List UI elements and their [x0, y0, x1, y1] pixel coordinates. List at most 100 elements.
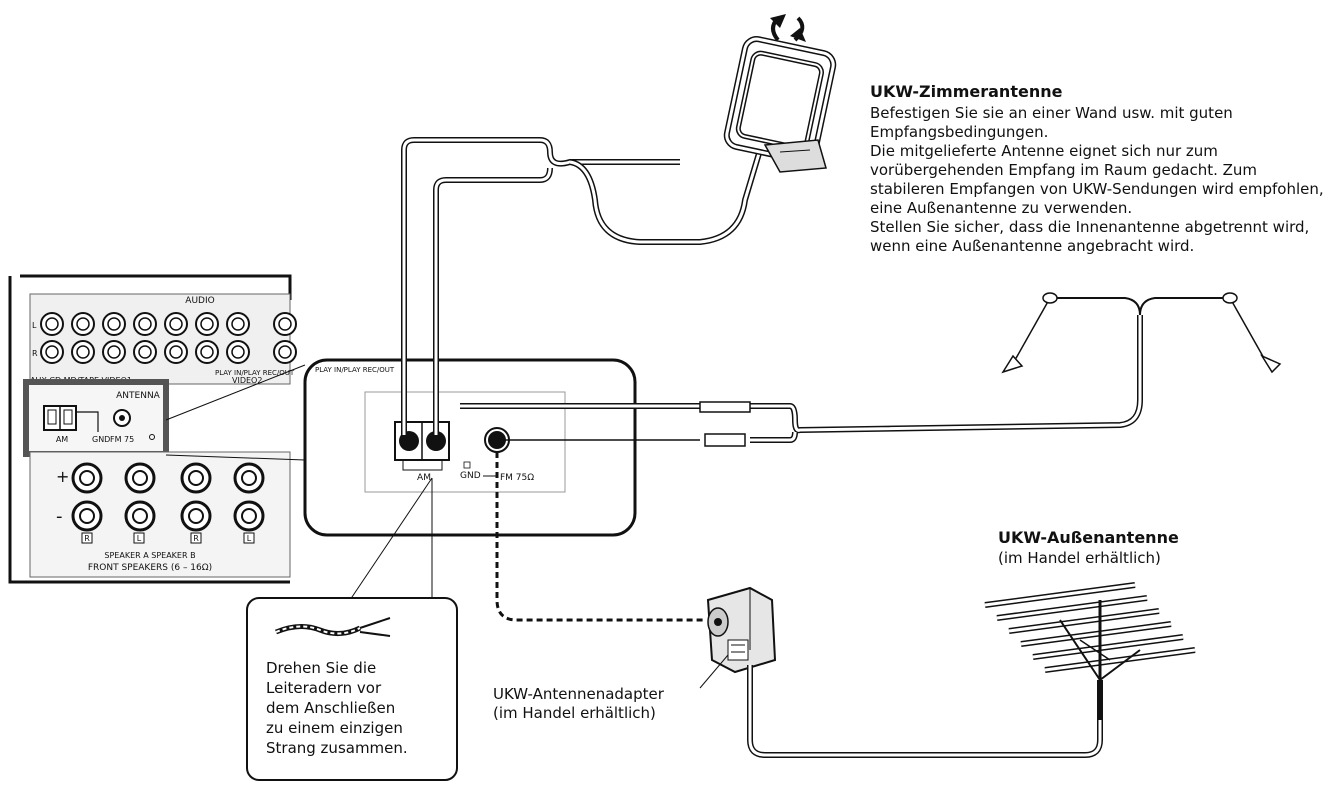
rca-jack-inner: [45, 317, 59, 331]
rca-jack-inner: [76, 345, 90, 359]
am-loop-wires: [401, 137, 763, 435]
rca-jack: [40, 340, 64, 364]
adapter-label-line-2: (im Handel erhältlich): [493, 704, 656, 722]
rca-jack: [273, 340, 297, 364]
outdoor-antenna-cable: [747, 665, 1103, 758]
rca-jack: [226, 340, 250, 364]
rca-jack-inner: [278, 345, 292, 359]
speaker-terminal: [124, 462, 156, 494]
rca-jack: [195, 312, 219, 336]
callout-line-3: dem Anschließen: [266, 699, 396, 717]
speaker-terminal: [233, 500, 265, 532]
callout-line-5: Strang zusammen.: [266, 739, 408, 757]
fm-outdoor-antenna: [984, 582, 1196, 720]
row-l-marker: L: [32, 321, 37, 330]
rca-jack: [40, 312, 64, 336]
rca-jack: [273, 312, 297, 336]
am-terminal-right: [426, 431, 446, 451]
rca-jack-inner: [107, 317, 121, 331]
am-terminal-label: AM: [417, 473, 431, 483]
adapter-label: UKW-Antennenadapter (im Handel erhältlic…: [493, 685, 664, 723]
rca-jack-inner: [138, 345, 152, 359]
speaker-l2-label: L: [247, 534, 252, 543]
yagi-element-highlight: [1020, 622, 1172, 646]
rca-jack: [71, 312, 95, 336]
rca-jack-inner: [200, 345, 214, 359]
rca-jack-inner: [76, 317, 90, 331]
rca-jack: [164, 312, 188, 336]
rca-jack-row-top: [40, 312, 297, 336]
speaker-r2-label: R: [193, 534, 199, 543]
fm-indoor-heading: UKW-Zimmerantenne: [870, 82, 1063, 101]
fm-terminal-label: FM 75Ω: [500, 473, 534, 483]
callout-line-4: zu einem einzigen: [266, 719, 403, 737]
am-terminal-left: [399, 431, 419, 451]
terminal-header-label: PLAY IN/PLAY REC/OUT: [315, 366, 395, 374]
fm-label-small: FM 75: [110, 435, 134, 444]
zoom-line-top: [165, 364, 306, 421]
receiver-rear-panel: AUDIO L R AUX CD MD/TAPE VIDEO1 PLAY IN/…: [8, 274, 297, 584]
rca-jack-inner: [169, 345, 183, 359]
gnd-label-small: GND: [92, 435, 110, 444]
speaker-r-label: R: [84, 534, 90, 543]
speaker-terminal: [233, 462, 265, 494]
fm-outdoor-subtitle: (im Handel erhältlich): [998, 549, 1161, 567]
audio-label: AUDIO: [185, 296, 214, 306]
fm-indoor-description: Befestigen Sie sie an einer Wand usw. mi…: [870, 104, 1329, 256]
fm-indoor-antenna-wires: [460, 297, 1266, 443]
speaker-terminal: [180, 500, 212, 532]
rca-jack: [133, 312, 157, 336]
rca-jack-inner: [200, 317, 214, 331]
yagi-element-highlight: [1008, 609, 1160, 633]
minus-label: -: [56, 506, 63, 527]
speaker-terminal-inner: [132, 470, 148, 486]
speaker-terminal-inner: [241, 508, 257, 524]
rca-jack: [195, 340, 219, 364]
rca-jack: [164, 340, 188, 364]
yagi-element-highlight: [996, 596, 1148, 620]
am-loop-antenna: [723, 14, 837, 173]
yagi-element-highlight: [1044, 648, 1196, 672]
rca-jack: [133, 340, 157, 364]
antenna-label: ANTENNA: [116, 391, 161, 401]
adapter-label-line-1: UKW-Antennenadapter: [493, 685, 664, 703]
fm-indoor-line-1: Befestigen Sie sie an einer Wand usw. mi…: [870, 104, 1233, 141]
fm-indoor-line-3: Stellen Sie sicher, dass die Innenantenn…: [870, 218, 1310, 255]
yagi-element-highlight: [984, 583, 1136, 607]
speaker-terminal-inner: [79, 508, 95, 524]
rca-jack: [226, 312, 250, 336]
callout-leader-left: [349, 477, 433, 601]
callout-text: Drehen Sie die Leiteradern vor dem Ansch…: [266, 658, 446, 758]
fm-indoor-line-2: Die mitgelieferte Antenne eignet sich nu…: [870, 142, 1324, 217]
fm-wire-break-top: [699, 401, 751, 413]
callout-line-1: Drehen Sie die: [266, 659, 377, 677]
speaker-terminal-inner: [132, 508, 148, 524]
rca-jack: [71, 340, 95, 364]
plus-label: +: [56, 467, 69, 486]
rca-jack-inner: [169, 317, 183, 331]
twisted-wire-icon: [275, 617, 391, 637]
speaker-terminal-inner: [79, 470, 95, 486]
am-label-small: AM: [56, 435, 68, 444]
fm-wire-holders: [1001, 292, 1282, 374]
speaker-terminal: [71, 500, 103, 532]
rca-jack-row-bottom: [40, 340, 297, 364]
rca-jack: [102, 340, 126, 364]
yagi-element-highlight: [1032, 635, 1184, 659]
fm-outdoor-heading: UKW-Außenantenne: [998, 528, 1179, 547]
speaker-terminal-inner: [188, 508, 204, 524]
speaker-terminal: [124, 500, 156, 532]
speaker-l-label: L: [137, 534, 142, 543]
rca-jack-inner: [231, 317, 245, 331]
zoom-line-bottom: [165, 454, 306, 461]
rca-jack-inner: [278, 317, 292, 331]
rca-jack-inner: [138, 317, 152, 331]
rca-jack-inner: [231, 345, 245, 359]
twist-callout-box: [246, 597, 458, 781]
callout-line-2: Leiteradern vor: [266, 679, 382, 697]
speaker-terminals: [71, 462, 265, 532]
speaker-terminal-inner: [241, 470, 257, 486]
gnd-terminal-label: GND: [460, 471, 481, 481]
fm-antenna-adapter: [706, 586, 777, 674]
